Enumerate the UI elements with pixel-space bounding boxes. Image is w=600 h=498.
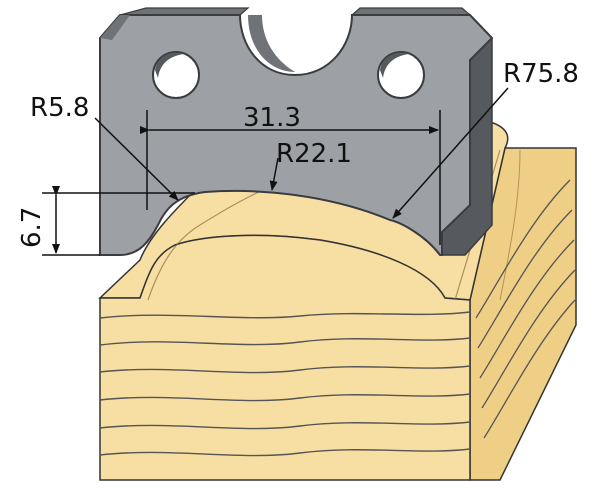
- blade-chamfer-left: [100, 15, 130, 40]
- small-radius-leader: [94, 117, 179, 201]
- center-radius-label: R22.1: [276, 139, 352, 169]
- cutter-blade: [99, 7, 494, 256]
- width-dimension-label: 31.3: [243, 103, 301, 133]
- wood-ridge-line: [499, 149, 521, 301]
- small-radius-label: R5.8: [30, 93, 89, 123]
- wood-front-face: [99, 234, 471, 481]
- blade-top-chamfer-left: [119, 7, 250, 16]
- center-radius-leader: [269, 157, 279, 191]
- blade-top-chamfer-right: [350, 7, 472, 16]
- wood-grain-side: [475, 179, 576, 439]
- large-radius-leader: [392, 87, 509, 219]
- large-radius-label: R75.8: [503, 59, 579, 89]
- depth-dimension-label: 6.7: [17, 207, 47, 248]
- wood-workpiece: [98, 116, 577, 481]
- dimension-annotations: [42, 87, 509, 256]
- blade-notch-shading: [248, 15, 295, 72]
- mounting-hole-right: [377, 51, 425, 99]
- mounting-hole-left: [152, 51, 200, 99]
- wood-grain-front: [99, 311, 471, 457]
